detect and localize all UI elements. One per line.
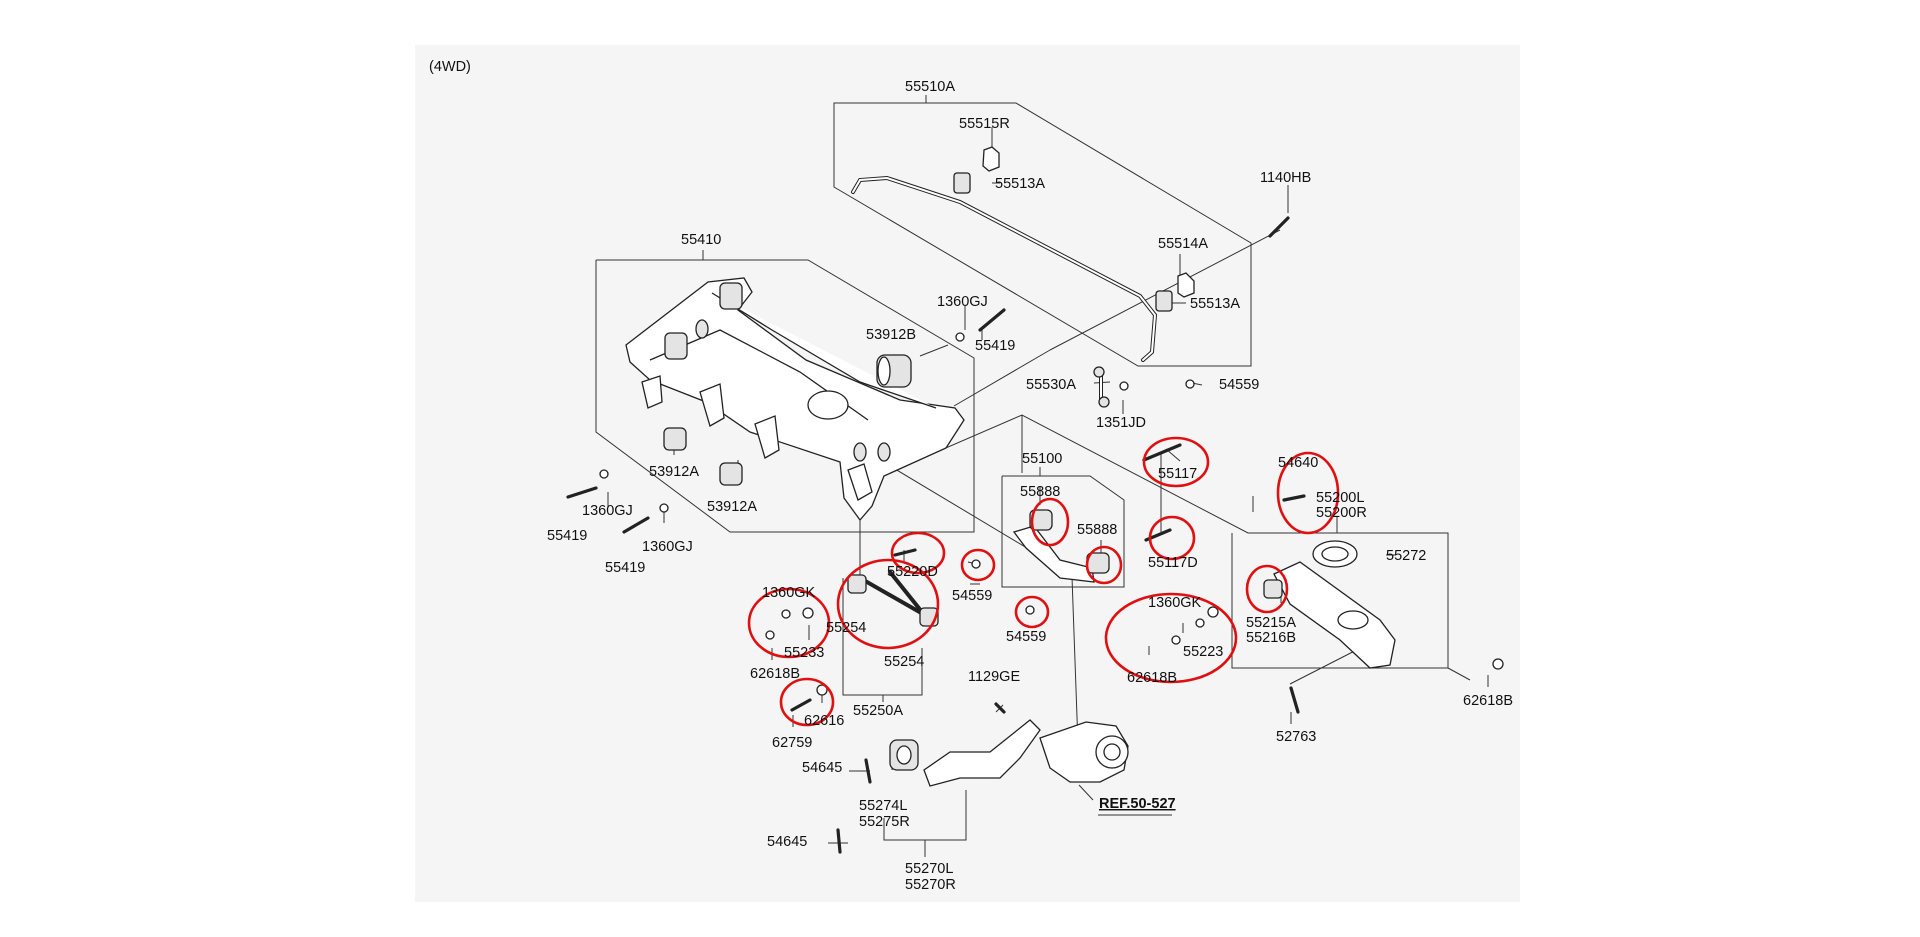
label-55233: 55233 (784, 645, 824, 661)
label-1360GJ: 1360GJ (937, 294, 988, 310)
label-55216B: 55216B (1246, 630, 1296, 646)
label-1360GJ: 1360GJ (642, 539, 693, 555)
label-55117D: 55117D (1148, 555, 1198, 571)
label-55530A: 55530A (1026, 377, 1076, 393)
label-62618B: 62618B (1463, 693, 1513, 709)
label-53912A: 53912A (649, 464, 699, 480)
trailing-arm (836, 702, 1129, 854)
lower-arm (1171, 494, 1504, 714)
label-55410: 55410 (681, 232, 721, 248)
label-62616: 62616 (804, 713, 844, 729)
label-55117: 55117 (1158, 466, 1197, 482)
label-1140HB: 1140HB (1260, 170, 1311, 186)
label-55200R: 55200R (1316, 505, 1367, 521)
label-55270R: 55270R (905, 877, 956, 893)
label-54640: 54640 (1278, 455, 1318, 471)
crossmember-hardware (566, 308, 1006, 534)
label-55274L: 55274L (859, 798, 907, 814)
label-54559: 54559 (1006, 629, 1046, 645)
label-55514A: 55514A (1158, 236, 1208, 252)
label-53912B: 53912B (866, 327, 916, 343)
label-55419: 55419 (975, 338, 1015, 354)
label-55888: 55888 (1020, 484, 1060, 500)
variant-label: (4WD) (429, 59, 471, 75)
label-54559: 54559 (952, 588, 992, 604)
label-55275R: 55275R (859, 814, 910, 830)
crossmember (625, 277, 965, 522)
label-55272: 55272 (1386, 548, 1426, 564)
label-55215A: 55215A (1246, 615, 1296, 631)
part-labels: (4WD) 55510A 55515R 55513A 1140HB 55514A… (429, 59, 1513, 893)
label-1360GJ: 1360GJ (582, 503, 633, 519)
label-54559: 54559 (1219, 377, 1259, 393)
assist-arm (765, 548, 939, 712)
stabilizer-link (1093, 366, 1195, 408)
label-1129GE: 1129GE (968, 669, 1020, 685)
label-55888: 55888 (1077, 522, 1117, 538)
label-55419: 55419 (605, 560, 645, 576)
label-62618B: 62618B (1127, 670, 1177, 686)
label-54645: 54645 (802, 760, 842, 776)
label-55515R: 55515R (959, 116, 1010, 132)
label-1351JD: 1351JD (1096, 415, 1146, 431)
label-55254: 55254 (884, 654, 924, 670)
label-55510A: 55510A (905, 79, 955, 95)
label-62759: 62759 (772, 735, 812, 751)
label-62618B: 62618B (750, 666, 800, 682)
label-55254: 55254 (826, 620, 866, 636)
label-55100: 55100 (1022, 451, 1062, 467)
ref-link: REF.50-527 (1099, 796, 1176, 812)
label-1360GK: 1360GK (762, 585, 816, 601)
label-55513A: 55513A (995, 176, 1045, 192)
label-53912A: 53912A (707, 499, 757, 515)
label-55223: 55223 (1183, 644, 1223, 660)
label-55513A: 55513A (1190, 296, 1240, 312)
stabilizer-bar (851, 146, 1290, 362)
upper-arm (971, 443, 1182, 615)
label-55270L: 55270L (905, 861, 953, 877)
label-55250A: 55250A (853, 703, 903, 719)
label-54645: 54645 (767, 834, 807, 850)
highlight-marks (747, 436, 1340, 727)
label-55220D: 55220D (887, 564, 938, 580)
label-52763: 52763 (1276, 729, 1316, 745)
label-55200L: 55200L (1316, 490, 1364, 506)
label-1360GK: 1360GK (1148, 595, 1202, 611)
label-55419: 55419 (547, 528, 587, 544)
